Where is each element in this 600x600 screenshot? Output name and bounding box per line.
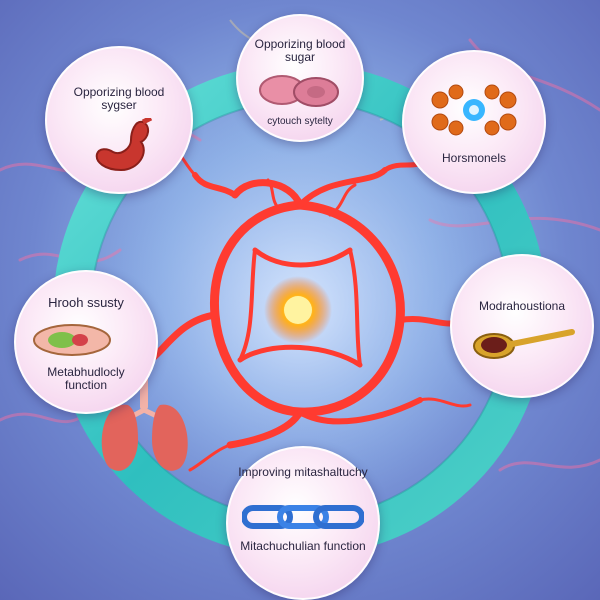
chain-link-icon [242,505,364,529]
lungs-illustration [101,372,188,471]
node-top-left: Opporizing blood sygser [45,46,193,194]
node-title: Opporizing blood sygser [73,85,165,113]
stomach-icon [95,118,153,172]
hormone-cells-icon [431,84,517,136]
node-title: Hrooh ssusty [48,295,124,310]
node-caption: Horsmonels [441,151,507,165]
spoon-icon [473,329,575,359]
node-caption: Metabhudlocly function [47,365,125,393]
node-title: Modrahoustiona [478,299,566,313]
node-title: Opporizing blood sugar [254,37,346,65]
cell-icon [33,324,111,356]
pills-icon [259,75,339,107]
node-top-right: Horsmonels [402,50,546,194]
node-top-center: Opporizing blood sugar cytouch sytelty [236,14,364,142]
node-caption: Mitachuchulian function [240,539,366,553]
node-caption: cytouch sytelty [267,116,333,127]
node-bottom: Improving mitashaltuchy Mitachuchulian f… [226,446,380,600]
node-mid-left: Hrooh ssusty Metabhudlocly function [14,270,158,414]
node-title: Improving mitashaltuchy [238,465,368,479]
node-mid-right: Modrahoustiona [450,254,594,398]
